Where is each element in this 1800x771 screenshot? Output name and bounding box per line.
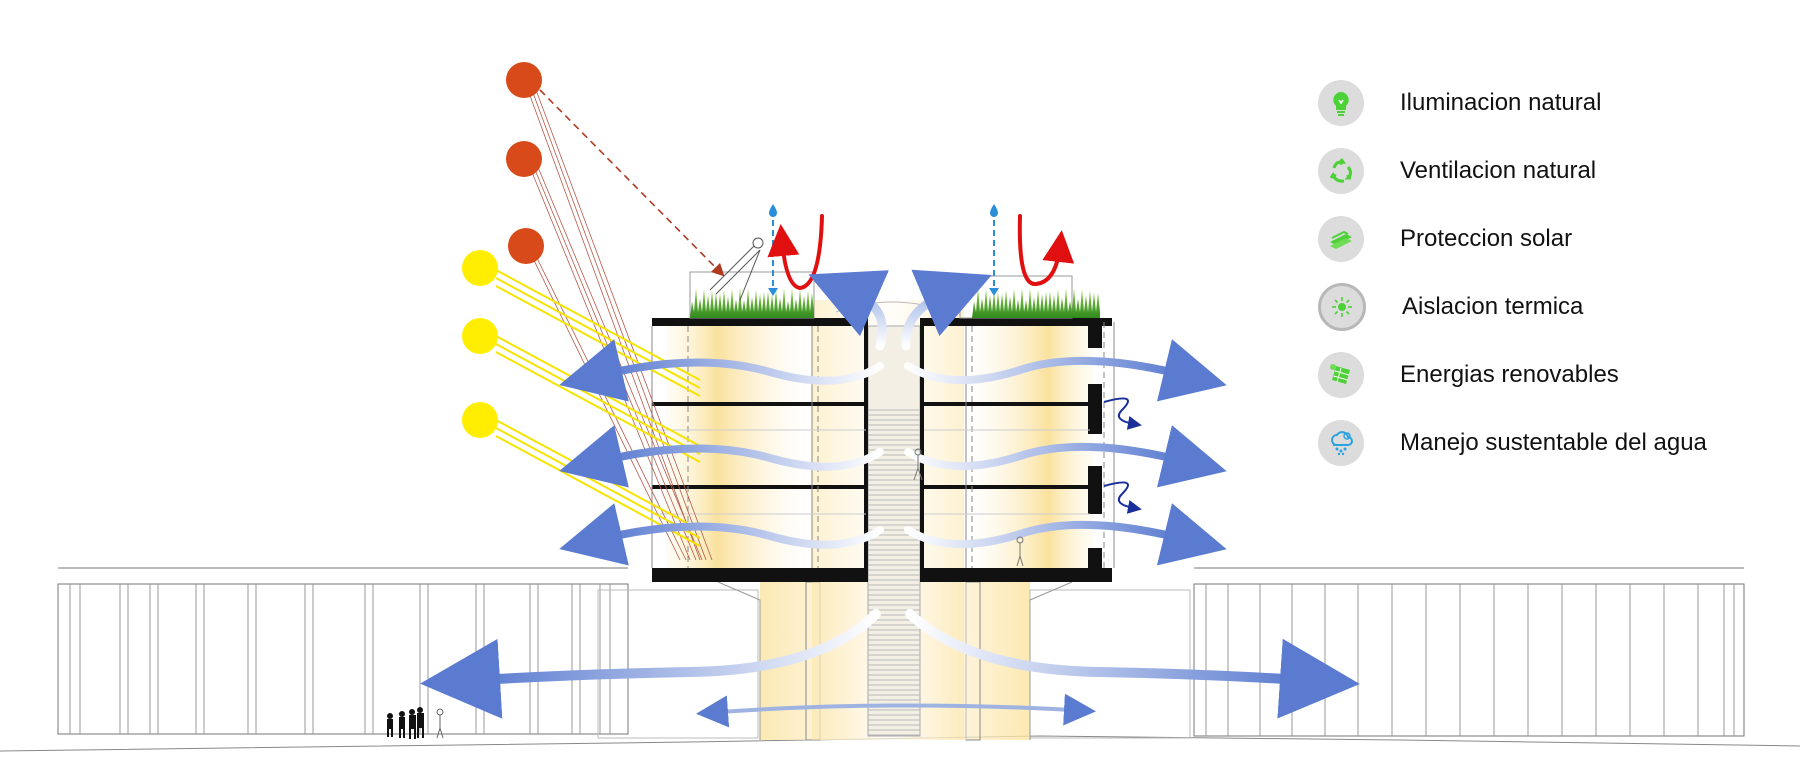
people-silhouettes [387,448,1024,739]
heat-release [767,214,1075,291]
green-roof-left [690,288,814,318]
legend-label: Ventilacion natural [1400,157,1597,184]
legend-label: Energias renovables [1400,361,1619,388]
sun-low-2-icon [462,318,498,354]
legend-label: Proteccion solar [1400,225,1573,252]
green-roof-right [972,288,1100,318]
legend-item-ventilacion: Ventilacion natural [1318,146,1596,196]
sun-low-3-icon [462,402,498,438]
legend-item-energias: Energias renovables [1318,350,1619,400]
left-side-building [57,567,629,735]
legend-item-agua: Manejo sustentable del agua [1318,418,1707,468]
building-section [651,271,1115,582]
bulb-icon [1318,80,1364,126]
legend-item-iluminacion: Iluminacion natural [1318,78,1601,128]
right-side-building [1193,567,1745,737]
sun-high-1-icon [506,62,542,98]
sun-high-2-icon [506,141,542,177]
high-sun-icons [506,62,544,264]
legend-item-aislacion: Aislacion termica [1318,282,1583,332]
recycle-arrows-icon [1318,148,1364,194]
solar-panel-icon [1318,352,1364,398]
louver-shade-icon [1318,216,1364,262]
sun-low-1-icon [462,250,498,286]
facade-air-deflectors [1103,397,1142,514]
legend-label: Iluminacion natural [1400,89,1602,116]
legend-label: Manejo sustentable del agua [1400,429,1707,456]
solar-collector [709,237,764,301]
sun-high-3-icon [508,228,544,264]
rainwater-collection [768,204,999,296]
low-sun-icons [462,250,498,438]
reflected-ray [539,89,725,277]
legend-label: Aislacion termica [1402,293,1584,320]
ground-line [0,735,1800,752]
rain-cloud-icon [1318,420,1364,466]
sun-insulation-icon [1318,283,1366,331]
ventilation-airflow [420,269,1360,728]
legend-item-proteccion: Proteccion solar [1318,214,1572,264]
